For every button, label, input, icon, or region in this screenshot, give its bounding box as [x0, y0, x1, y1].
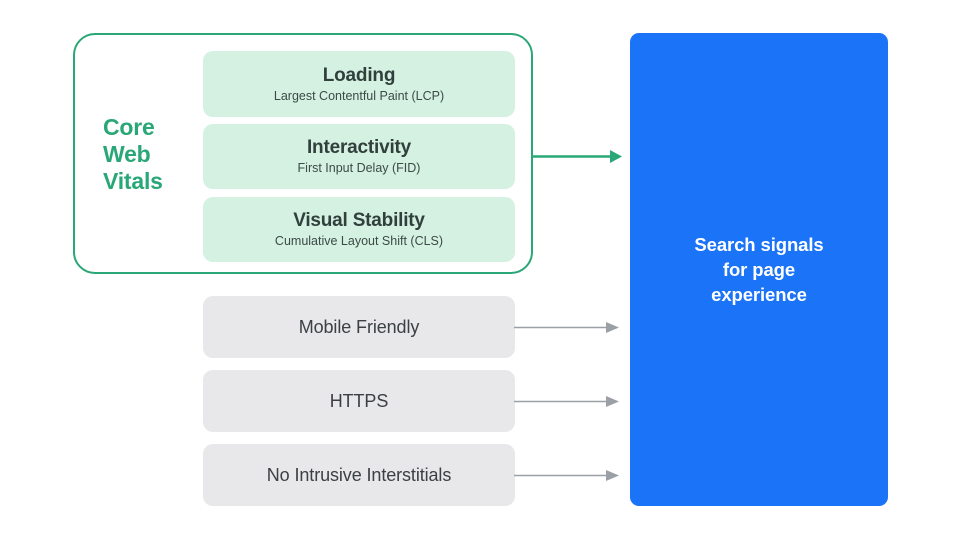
signal-label: Mobile Friendly	[298, 317, 420, 337]
core-web-vitals-label: Core Web Vitals	[103, 114, 195, 195]
metric-subtitle: Largest Contentful Paint (LCP)	[273, 88, 445, 103]
signal-card-mobile-friendly[interactable]: Mobile Friendly	[203, 296, 515, 358]
metric-title: Loading	[322, 64, 396, 86]
signal-label: No Intrusive Interstitials	[266, 465, 452, 485]
core-web-vitals-label-line-3: Vitals	[103, 168, 163, 194]
https-arrow	[514, 396, 619, 407]
metric-subtitle: First Input Delay (FID)	[297, 161, 421, 175]
search-signals-outcome-box[interactable]: Search signals for page experience	[630, 33, 888, 506]
metric-subtitle: Cumulative Layout Shift (CLS)	[274, 234, 444, 248]
metric-title: Visual Stability	[293, 210, 425, 231]
metric-card-visual-stability[interactable]: Visual Stability Cumulative Layout Shift…	[203, 197, 515, 262]
no-intrusive-interstitials-arrow	[514, 470, 619, 481]
signal-label: HTTPS	[329, 391, 389, 411]
outcome-text: Search signals for page experience	[694, 234, 824, 305]
core-web-vitals-arrow	[532, 150, 622, 163]
core-web-vitals-label-line-1: Core	[103, 114, 155, 140]
metric-title: Interactivity	[306, 137, 412, 158]
mobile-friendly-arrow	[514, 322, 619, 333]
signal-card-no-intrusive-interstitials[interactable]: No Intrusive Interstitials	[203, 444, 515, 506]
metric-card-interactivity[interactable]: Interactivity First Input Delay (FID)	[203, 124, 515, 189]
core-web-vitals-group	[73, 33, 533, 274]
metric-card-loading[interactable]: Loading Largest Contentful Paint (LCP)	[203, 51, 515, 117]
core-web-vitals-label-line-2: Web	[103, 141, 151, 167]
signal-card-https[interactable]: HTTPS	[203, 370, 515, 432]
